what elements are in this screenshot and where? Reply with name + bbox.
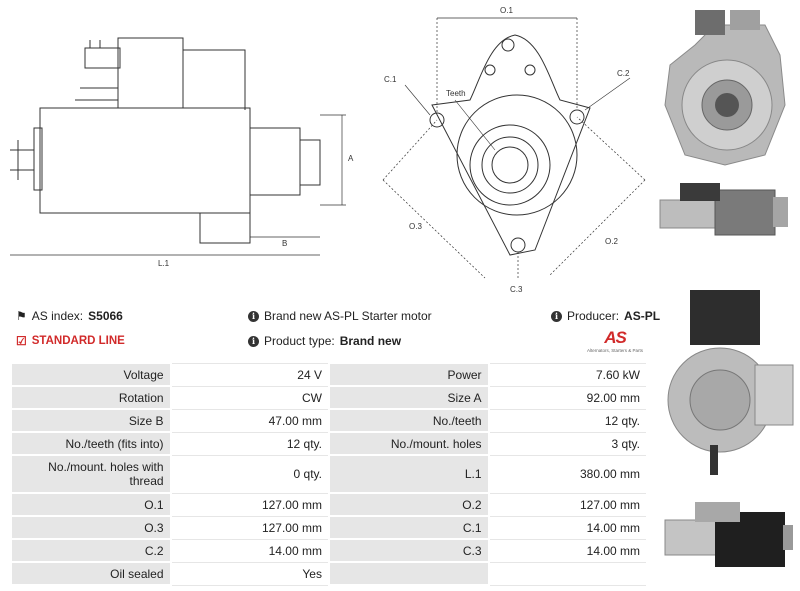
spec-label: Oil sealed [10,561,172,586]
label-c3: C.3 [510,285,523,294]
spec-label: No./mount. holes [327,431,490,456]
spec-label: Size B [10,408,172,433]
label-c1: C.1 [384,75,397,84]
spec-label: O.2 [327,492,490,517]
spec-label: C.2 [10,538,172,563]
info-icon: i [551,310,562,322]
spec-value: 127.00 mm [169,492,330,517]
spec-label: Power [327,362,490,387]
technical-drawing: A B L.1 O.1 C.1 C.2 Teeth O.3 O.2 C.3 [0,0,650,300]
side-view-drawing [10,37,321,244]
product-type-value: Brand new [339,334,402,348]
spec-value: 12 qty. [487,408,649,433]
spec-value: 24 V [169,362,330,387]
spec-label: C.1 [327,515,490,540]
spec-label: L.1 [327,454,490,494]
spec-label: No./mount. holes with thread [10,454,172,494]
spec-value: Yes [169,561,330,586]
spec-label: O.3 [10,515,172,540]
label-a: A [348,154,354,163]
spec-label: Voltage [10,362,172,387]
standard-line: ☑ STANDARD LINE [16,334,125,348]
starter-side-photo [659,183,788,236]
spec-value [487,561,649,586]
label-b: B [282,239,287,248]
label-l1: L.1 [158,259,170,268]
starter-rear-photo [667,290,794,475]
spec-value: 0 qty. [169,454,330,494]
label-o1: O.1 [500,6,513,15]
spec-label [327,561,490,586]
as-index: ⚑ AS index: S5066 [16,309,123,323]
tag-icon: ⚑ [16,309,27,323]
check-square-icon: ☑ [16,334,27,348]
front-view-drawing [429,34,591,256]
as-index-value: S5066 [88,309,123,323]
starter-front-photo [664,10,786,166]
spec-value: 127.00 mm [169,515,330,540]
spec-label: No./teeth [327,408,490,433]
label-o2: O.2 [605,237,618,246]
spec-label: Size A [327,385,490,410]
spec-value: 12 qty. [169,431,330,456]
product-type: i Product type: Brand new [248,334,401,348]
spec-value: 92.00 mm [487,385,649,410]
info-icon: i [248,310,259,322]
spec-value: 127.00 mm [487,492,649,517]
spec-value: 380.00 mm [487,454,649,494]
brand-description: i Brand new AS-PL Starter motor [248,309,432,323]
spec-row: No./teeth (fits into)12 qty.No./mount. h… [10,431,649,456]
starter-angle-photo [664,502,793,567]
spec-value: 14.00 mm [487,538,649,563]
label-teeth: Teeth [446,89,466,98]
as-pl-logo: AS Alternators, Starters & Parts [586,328,644,353]
spec-label: O.1 [10,492,172,517]
label-o3: O.3 [409,222,422,231]
spec-value: 7.60 kW [487,362,649,387]
spec-label: No./teeth (fits into) [10,431,172,456]
spec-value: CW [169,385,330,410]
info-icon: i [248,335,259,347]
spec-label: C.3 [327,538,490,563]
spec-value: 14.00 mm [169,538,330,563]
producer: i Producer: AS-PL [551,309,660,323]
spec-value: 14.00 mm [487,515,649,540]
producer-value: AS-PL [624,309,661,323]
spec-label: Rotation [10,385,172,410]
label-c2: C.2 [617,69,630,78]
spec-value: 3 qty. [487,431,649,456]
spec-value: 47.00 mm [169,408,330,433]
